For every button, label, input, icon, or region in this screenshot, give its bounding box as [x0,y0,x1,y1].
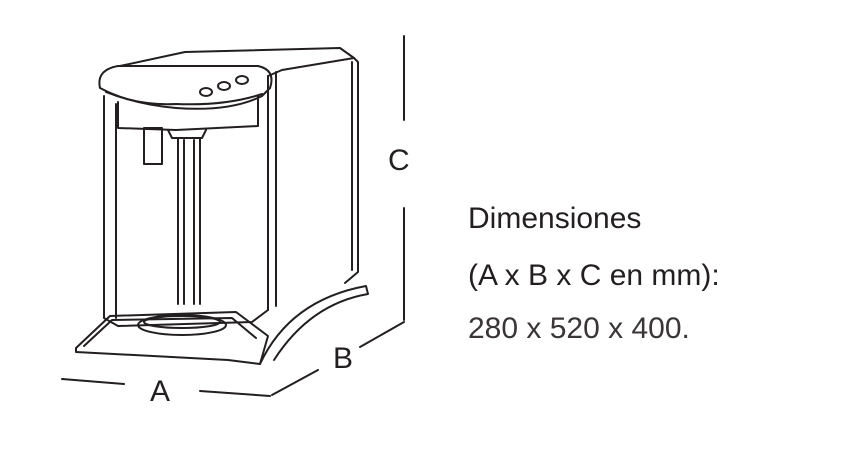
dimension-line-b-upper [359,321,405,348]
control-head [98,65,273,110]
drip-tray-top [83,317,257,347]
display-window [143,127,163,165]
dimension-line-a-left [61,378,125,385]
dispenser-front-body [103,95,269,327]
dispenser-top-edge [119,47,355,67]
tap-column [177,137,201,305]
drip-tray-grill-inner [143,315,221,329]
drip-tray [75,311,269,365]
dimension-label-a: A [150,375,171,408]
button-2 [217,81,231,91]
button-3 [235,75,249,85]
control-head-front [117,95,259,131]
dimensions-units: (A x B x C en mm): [468,259,720,292]
dispenser-side-panel [267,57,359,284]
dimension-label-c: C [388,144,410,177]
tap-nozzle [167,129,207,139]
dimension-line-b-lower [271,369,319,396]
control-head-lip [105,91,263,106]
button-1 [199,87,213,97]
dimension-label-b: B [333,342,354,375]
base-curve [259,285,369,365]
dimension-line-a-right [199,390,271,397]
dimensions-values: 280 x 520 x 400. [468,312,690,345]
dimensions-title: Dimensiones [468,202,642,235]
